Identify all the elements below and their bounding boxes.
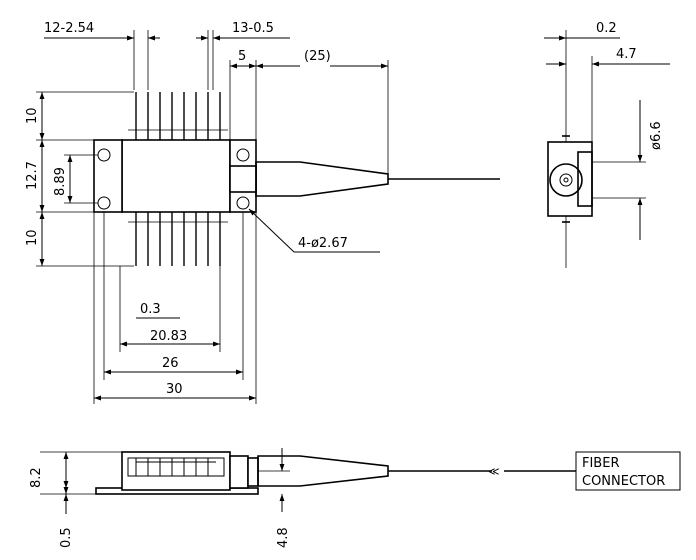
dim-pin-width: 0.3	[140, 302, 161, 317]
fiber-connector-box	[575, 451, 681, 491]
top-view: 12-2.54 13-0.5 5 (25) 10 12.7	[25, 21, 500, 404]
dim-flange-gap: 5	[238, 49, 246, 64]
dim-flange-thickness: 0.5	[59, 527, 74, 548]
dim-body-height: 12.7	[25, 161, 40, 190]
end-view-nose-inner	[559, 173, 573, 187]
dim-top-offset: 0.2	[596, 21, 617, 36]
side-view-pins	[135, 458, 216, 476]
end-view-nose-outer	[549, 163, 583, 197]
fiber-boot	[255, 161, 389, 197]
side-view-fiber-boot	[257, 455, 389, 487]
fiber-nose	[229, 165, 257, 193]
fiber-connector-label-1: FIBER	[582, 456, 619, 471]
hole-callout: 4-ø2.67	[298, 236, 348, 251]
dim-overall-length: 30	[166, 382, 183, 397]
bottom-pins	[128, 212, 228, 266]
fiber-connector-label-2: CONNECTOR	[582, 474, 665, 489]
dim-pin-pitch: 12-2.54	[44, 21, 94, 36]
dim-fiber-height: 4.8	[276, 527, 291, 548]
svg-text:≪: ≪	[488, 465, 500, 478]
dim-fiber-length: (25)	[304, 49, 331, 64]
dim-nose-diameter: ø6.6	[649, 121, 664, 150]
dim-lead-top: 10	[25, 107, 40, 124]
top-pins	[128, 92, 228, 140]
mounting-hole-br	[236, 196, 250, 210]
dim-hole-span: 26	[162, 356, 179, 371]
dim-lead-bottom: 10	[25, 229, 40, 246]
end-view-body	[547, 141, 593, 217]
package-body	[121, 139, 231, 213]
dim-hole-spacing: 8.89	[53, 167, 68, 196]
mounting-hole-tr	[236, 148, 250, 162]
side-view: ≪ FIBER CONNECTOR 8.2 0.5 4.8	[29, 448, 681, 548]
dim-lead-width: 13-0.5	[232, 21, 274, 36]
dim-side-height: 8.2	[29, 467, 44, 488]
end-view: 0.2 4.7 ø6.6	[544, 21, 670, 268]
dim-pin-span: 20.83	[150, 329, 187, 344]
dim-nose-length: 4.7	[616, 47, 637, 62]
